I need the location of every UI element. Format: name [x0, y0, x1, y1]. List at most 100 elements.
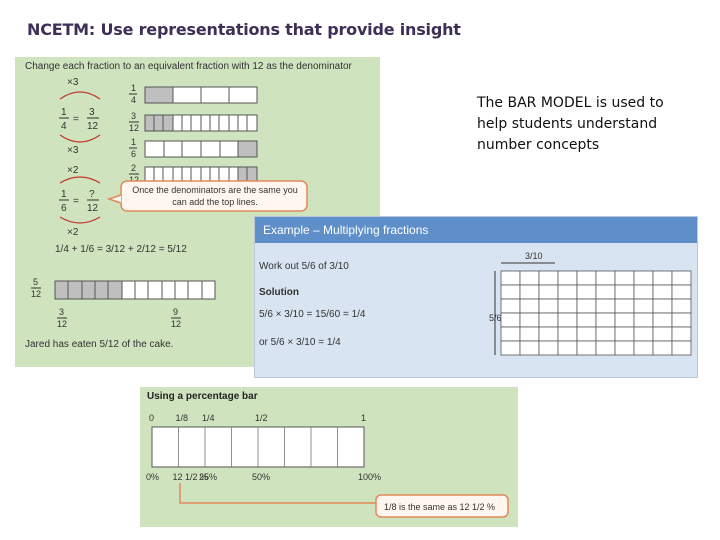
op-label: ×2 — [67, 165, 79, 176]
solution-label: Solution — [259, 287, 299, 298]
grid-cell — [576, 270, 597, 286]
arrow-icon — [59, 91, 101, 100]
callout-pointer — [179, 483, 376, 504]
op-label: ×3 — [67, 77, 79, 88]
multiply-diagram: Work out 5/6 of 3/10 Solution 5/6 × 3/10… — [259, 251, 692, 356]
grid-cell — [614, 284, 635, 300]
grid-cell — [557, 326, 578, 342]
grid-cell — [614, 312, 635, 328]
svg-text:12: 12 — [31, 289, 41, 299]
grid-cell — [633, 270, 654, 286]
svg-text:12: 12 — [57, 319, 67, 329]
grid-cell — [519, 270, 540, 286]
grid-cell — [557, 340, 578, 356]
svg-text:12: 12 — [129, 175, 139, 185]
callout-text: 1/8 is the same as 12 1/2 % — [384, 502, 495, 512]
sum-equation: 1/4 + 1/6 = 3/12 + 2/12 = 5/12 — [55, 244, 187, 255]
grid-cell — [500, 298, 521, 314]
working-line: or 5/6 × 3/10 = 1/4 — [259, 337, 341, 348]
grid-cell — [671, 270, 692, 286]
op-label: ×3 — [67, 145, 79, 156]
fraction: 12 — [87, 121, 99, 132]
fraction: 4 — [61, 121, 67, 132]
side-note: The BAR MODEL is used to help students u… — [477, 95, 664, 153]
grid-cell — [595, 284, 616, 300]
fraction: 6 — [61, 203, 67, 214]
grid-cell — [671, 326, 692, 342]
grid-cell — [500, 326, 521, 342]
top-label: 1/8 — [176, 413, 189, 423]
svg-text:12: 12 — [171, 319, 181, 329]
svg-text:4: 4 — [131, 95, 136, 105]
grid-cell — [557, 284, 578, 300]
grid-cell — [557, 298, 578, 314]
fraction: 1 — [61, 189, 67, 200]
multiplying-fractions-panel: Example – Multiplying fractions Work out… — [254, 216, 698, 378]
grid-cell — [576, 298, 597, 314]
grid-cell — [614, 298, 635, 314]
slide-title: NCETM: Use representations that provide … — [27, 20, 461, 39]
grid-cell — [652, 312, 673, 328]
grid-cell — [538, 284, 559, 300]
fraction-bars: 14 312 16 212 — [129, 83, 258, 185]
grid-cell — [652, 340, 673, 356]
grid-cell — [595, 340, 616, 356]
grid-cell — [519, 284, 540, 300]
fraction: ? — [89, 189, 95, 200]
panel-banner: Example – Multiplying fractions — [255, 217, 697, 243]
grid-cell — [500, 340, 521, 356]
grid-cell — [519, 326, 540, 342]
grid-cell — [538, 298, 559, 314]
svg-text:6: 6 — [131, 149, 136, 159]
equals-sign: = — [73, 196, 79, 207]
grid-cell — [538, 326, 559, 342]
grid-cell — [576, 312, 597, 328]
callout-text: Once the denominators are the same you c… — [132, 185, 298, 207]
panel-heading: Change each fraction to an equivalent fr… — [25, 61, 352, 72]
grid-cell — [614, 270, 635, 286]
equivalent-fractions-panel: Change each fraction to an equivalent fr… — [15, 57, 380, 367]
svg-text:5: 5 — [33, 277, 38, 287]
grid-top-label: 3/10 — [525, 251, 543, 261]
grid-cell — [538, 340, 559, 356]
panel-heading: Using a percentage bar — [147, 391, 258, 402]
working-line: 5/6 × 3/10 = 15/60 = 1/4 — [259, 309, 366, 320]
callout-pointer — [106, 194, 122, 204]
svg-text:1: 1 — [131, 137, 136, 147]
equals-sign: = — [73, 114, 79, 125]
arrow-icon — [59, 176, 101, 184]
bottom-label: 12 1/2 % — [173, 472, 209, 482]
arrow-icon — [59, 134, 101, 143]
grid-cell — [633, 340, 654, 356]
grid-cell — [519, 298, 540, 314]
grid-cell — [576, 284, 597, 300]
grid-cell — [614, 340, 635, 356]
question-text: Work out 5/6 of 3/10 — [259, 261, 349, 272]
grid-cell — [500, 270, 521, 286]
arrow-icon — [59, 216, 101, 224]
equivalent-diagram: ×3 1 4 = 3 12 ×3 ×2 1 6 = ? 12 ×2 14 312 — [25, 77, 308, 350]
grid-cell — [595, 298, 616, 314]
grid-cell — [652, 284, 673, 300]
fraction: 1 — [61, 107, 67, 118]
grid-cell — [500, 312, 521, 328]
svg-text:9: 9 — [173, 307, 178, 317]
bottom-labels: 0%12 1/2 %25%50%100% — [146, 472, 381, 482]
grid-cell — [633, 284, 654, 300]
bar-ticks — [178, 427, 338, 467]
op-label: ×2 — [67, 227, 79, 238]
banner-title: Example – Multiplying fractions — [263, 223, 429, 237]
grid-cell — [671, 298, 692, 314]
grid-cell — [595, 312, 616, 328]
grid-cell — [519, 340, 540, 356]
grid-cell — [652, 298, 673, 314]
top-label: 1/4 — [202, 413, 215, 423]
bottom-label: 50% — [252, 472, 270, 482]
grid-cell — [595, 326, 616, 342]
grid-cell — [500, 284, 521, 300]
grid-cell — [538, 312, 559, 328]
bottom-label: 0% — [146, 472, 159, 482]
